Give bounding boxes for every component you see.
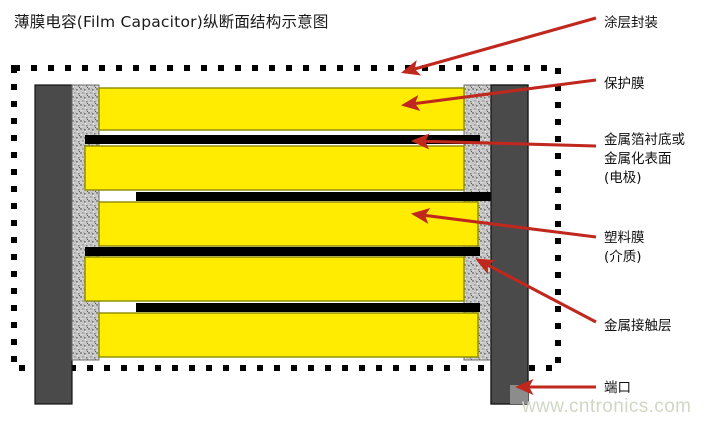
plastic-film-group xyxy=(84,87,479,358)
label-terminal: 端口 xyxy=(604,380,631,396)
label-metal-contact-layer: 金属接触层 xyxy=(604,318,672,334)
label-foil-substrate: 金属箔衬底或 金属化表面 (电极) xyxy=(604,132,685,186)
label-plastic-film: 塑料膜 (介质) xyxy=(604,230,645,265)
site-watermark: www.cntronics.com xyxy=(522,396,692,417)
label-coating-encapsulation: 涂层封装 xyxy=(604,15,658,31)
coating-encapsulation-boundary xyxy=(11,65,561,371)
leader-arrow-group xyxy=(400,16,597,396)
electrode-group xyxy=(85,135,515,312)
page-title: 薄膜电容(Film Capacitor)纵断面结构示意图 xyxy=(14,13,329,31)
label-protective-film: 保护膜 xyxy=(604,76,645,92)
right-terminal-overlay xyxy=(490,84,529,405)
